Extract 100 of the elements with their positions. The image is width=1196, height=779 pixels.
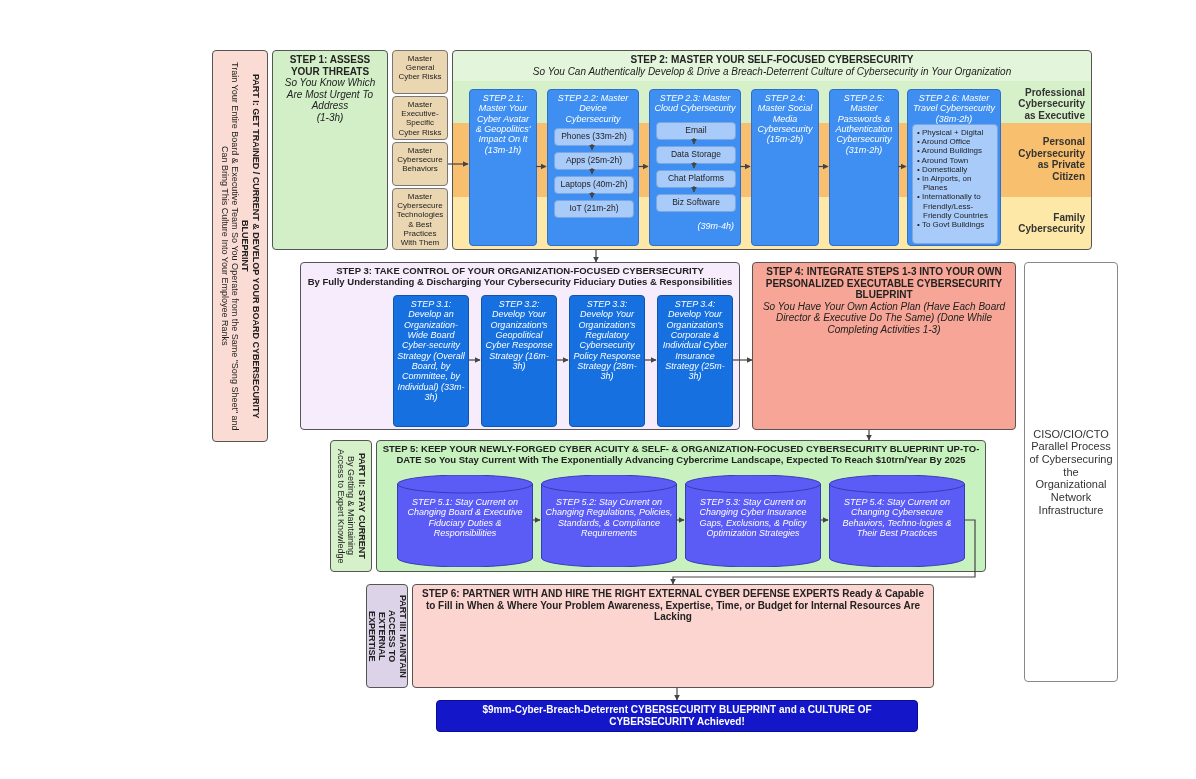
arrow [674,687,680,701]
label-text: STEP 5.3: Stay Current on Changing Cyber Insurance Gaps, Exclusions, & Policy Optimization Strategies [698,497,808,539]
label-text: Master Executive-Specific Cyber Risks [397,100,443,137]
arrow [739,163,751,170]
body-text: (39m-4h) [697,220,734,231]
step-panel [272,50,388,250]
bullet-item: • Internationally to Friendly/Less-Friendly Countries [917,192,989,220]
vertical-label-panel [212,50,268,442]
arrow [593,249,599,263]
label-text: STEP 5: KEEP YOUR NEWLY-FORGED CYBER ACUITY & SELF- & ORGANIZATION-FOCUSED CYBERSECURITY BLUEPRINT UP-TO-DATE So You Stay Current With The Exponentially Advancing Cybercrime Landscape, Expected To Reach $10trn/Year By 2025 [381,444,981,466]
heading: PART II: STAY CURRENT [356,453,367,559]
result-banner [436,700,918,732]
body-text: So You Have Your Own Action Plan (Have Each Board Director & Executive Do The Same) (Done While Completing Activities 1-3) [761,300,1007,335]
process-box [907,89,1001,246]
label-text: Chat Platforms [666,174,726,184]
sub-process-box [656,122,736,140]
heading: STEP 2: MASTER YOUR SELF-FOCUSED CYBERSECURITY [629,54,915,66]
process-box [481,295,557,427]
sub-process-box [554,152,634,170]
label-text: STEP 3.2: Develop Your Organization's Geopolitical Cyber Response Strategy (16m-3h) [485,299,553,372]
heading: PART I: GET TRAINED / CURRENT & DEVELOP YOUR BOARD CYBERSECURITY BLUEPRINT [240,72,261,421]
label-text: STEP 3.4: Develop Your Organization's Corporate & Individual Cyber Insurance Strategy (25m-3h) [661,299,729,382]
body-text: So You Can Authentically Develop & Drive a Breach-Deterrent Culture of Cybersecurity in Your Organization [531,65,1013,77]
body-text: So You Know Which Are Most Urgent To Address [283,77,377,112]
arrow [467,357,481,363]
sub-process-box [656,194,736,212]
step-panel [752,262,1016,430]
bullet-item: • Around Buildings [917,146,984,156]
label-text: STEP 5.2: Stay Current on Changing Regulations, Policies, Standards, & Compliance Requirements [544,497,674,539]
process-box [547,89,639,246]
sub-process-box [554,128,634,146]
label-text: Email [684,126,708,136]
body-text: By Getting & Maintaining Access to Expert Knowledge [335,447,357,566]
arrow [637,163,649,170]
process-box [469,89,537,246]
process-box [569,295,645,427]
arrow [447,161,469,167]
process-box [829,89,899,246]
label-text: Family Cybersecurity [1017,211,1085,235]
body-text: By Fully Understanding & Discharging Your Cybersecurity Fiduciary Duties & Responsibilities [306,276,734,288]
arrow [866,429,872,441]
step-panel [452,50,1092,250]
label-text: Data Storage [669,150,723,160]
label-text: Personal Cybersecurity as Private Citizen [1017,136,1085,182]
step-panel [376,440,986,572]
arrow [691,185,697,193]
process-box [649,89,741,246]
arrow [670,519,976,585]
arrow [589,167,595,175]
label-text: CISO/CIO/CTO Parallel Process of Cybersecuring the Organizational Network Infrastructure [1028,427,1114,517]
arrow [589,191,595,199]
label-text: STEP 3.3: Develop Your Organization's Regulatory Cybersecurity Policy Response Strategy (28m-3h) [573,299,641,382]
label-text: $9mm-Cyber-Breach-Deterrent CYBERSECURITY BLUEPRINT and a CULTURE OF CYBERSECURITY Achieved! [481,704,873,727]
arrow [531,517,541,523]
arrow [897,163,907,170]
label-text: Master Cybersecure Behaviors [396,146,444,174]
step-panel [300,262,740,430]
arrow [555,357,569,363]
label-text: Master General Cyber Risks [397,54,443,82]
label-text: STEP 2.2: Master Device Cybersecurity [556,93,630,125]
sub-process-box [554,200,634,218]
vertical-label-panel [330,440,372,572]
arrow [691,161,697,169]
heading: STEP 1: ASSESS YOUR THREATS [288,54,372,77]
sub-process-box [656,170,736,188]
body-text: (1-3h) [315,111,345,123]
tag-box [392,50,448,94]
label-text: STEP 2.5: Master Passwords & Authentication Cybersecurity (31m-2h) [834,93,894,156]
process-box [657,295,733,427]
bullet-item: • Around Town [917,155,970,165]
label-text: Master Cybersecure Technologies & Best Practices With Them [396,192,444,248]
bullet-item: • Domestically [917,164,969,174]
bullet-list-box [912,124,998,244]
label-text: Laptops (40m-2h) [559,180,629,190]
label-text: Biz Software [671,198,721,208]
process-box [751,89,819,246]
vertical-label-panel [366,584,408,688]
sub-process-box [656,146,736,164]
arrow [819,517,829,523]
label-text: Professional Cybersecurity as Executive [1017,86,1085,122]
label-text: IoT (21m-2h) [568,204,620,214]
label-text: STEP 5.1: Stay Current on Changing Board & Executive Fiduciary Duties & Responsibilities [406,497,524,539]
label-text: STEP 3.1: Develop an Organization-Wide Board Cyber-security Strategy (Overall Board, by Committee, by Individual) (33m-3h) [397,299,465,403]
label-text: STEP 2.6: Master Travel Cybersecurity (38m-2h) [912,93,997,125]
process-box [393,295,469,427]
arrow [643,357,657,363]
tag-box [392,142,448,186]
sub-process-box [554,176,634,194]
label-text: STEP 2.4: Master Social Media Cybersecurity (15m-2h) [756,93,814,145]
label-text: STEP 6: PARTNER WITH AND HIRE THE RIGHT EXTERNAL CYBER DEFENSE EXPERTS Ready & Capable to Fill in When & Where Your Problem Awareness, Expertise, Time, or Budget for Internal Resources Are Lacking [421,588,925,623]
heading: STEP 3: TAKE CONTROL OF YOUR ORGANIZATION-FOCUSED CYBERSECURITY [335,266,705,277]
arrow [817,163,829,170]
label-text: Phones (33m-2h) [560,132,628,142]
bullet-item: • To Govt Buildings [917,219,986,230]
label-text: Apps (25m-2h) [564,156,624,166]
arrow [535,163,547,170]
heading: STEP 4: INTEGRATE STEPS 1-3 INTO YOUR OWN PERSONALIZED EXECUTABLE CYBERSECURITY BLUEPRINT [764,266,1004,301]
bullet-item: • Around Office [917,137,972,147]
arrow [691,137,697,145]
arrow [731,357,753,363]
